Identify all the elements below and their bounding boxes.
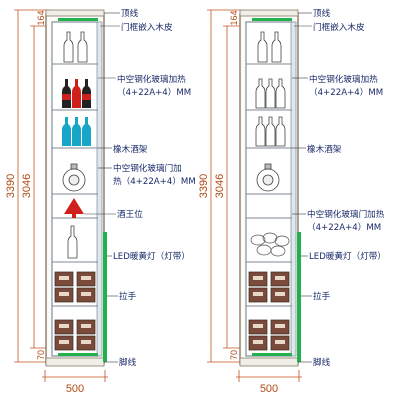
left-bottom-green-strip: [58, 353, 98, 356]
left-label-base-line: 脚线: [119, 356, 137, 368]
left-top-line: [45, 9, 105, 17]
right-elevation: 3390 3046 164 70 500: [198, 7, 386, 395]
right-dimension-lines: [207, 9, 302, 382]
right-dim-width: 500: [260, 383, 278, 395]
left-crate-labels: [59, 276, 91, 344]
left-label-handle: 拉手: [119, 290, 137, 302]
right-label-glass-door-spec: （4+22A+4）MM: [307, 222, 381, 233]
right-label-led-light: LED暖黄灯（灯带）: [309, 250, 386, 262]
right-bottles-white-top: [257, 31, 282, 63]
right-dim-inner-height: 3046: [214, 174, 226, 198]
left-dim-width: 500: [66, 383, 84, 395]
right-crate-labels: [253, 276, 285, 344]
left-bottles-cyan: [62, 117, 91, 146]
right-base-line: [239, 357, 299, 367]
right-glass-rack-sketch: [250, 232, 290, 257]
right-label-door-frame: 门框嵌入木皮: [313, 21, 365, 33]
left-round-decanter: [62, 163, 86, 192]
right-dim-bottom-segment: 70: [229, 350, 239, 360]
right-bottom-green-strip: [252, 353, 292, 356]
left-leader-lines: [84, 12, 120, 363]
left-base-line: [45, 357, 105, 367]
left-elevation: 3390 3046 164 70 500: [5, 7, 196, 395]
right-label-wood-rack: 橡木酒架: [307, 143, 342, 155]
left-label-glass-door-2: 热（4+22A+4）MM: [113, 175, 196, 187]
right-label-top-line: 顶线: [313, 7, 331, 19]
left-label-led-light: LED暖黄灯（灯带）: [113, 250, 190, 262]
left-door-frame-strip: [96, 21, 103, 357]
left-top-green-strip: [58, 18, 98, 21]
right-label-base-line: 脚线: [313, 356, 331, 368]
left-label-top-line: 顶线: [121, 7, 139, 19]
right-label-glass-heated-spec: （4+22A+4）MM: [309, 87, 383, 98]
right-door-frame-strip: [290, 21, 297, 357]
right-top-line: [239, 9, 299, 17]
right-bottles-outline-row2: [255, 78, 286, 109]
left-dim-top-segment: 164: [36, 10, 46, 25]
right-round-decanter: [256, 163, 280, 192]
left-label-wood-rack: 橡木酒架: [113, 143, 148, 155]
right-label-glass-heated: 中空钢化玻璃加热: [309, 73, 378, 85]
left-king-position-display: [64, 198, 84, 218]
right-label-glass-door: 中空钢化玻璃门加热: [307, 208, 385, 220]
right-leader-lines: [292, 12, 312, 363]
left-dim-inner-height: 3046: [21, 174, 33, 198]
right-top-green-strip: [252, 18, 292, 21]
left-bottles-red: [62, 79, 91, 108]
left-dim-total-height: 3390: [5, 174, 17, 198]
left-label-glass-door-1: 中空钢化玻璃门加: [113, 162, 182, 174]
right-shelves: [246, 63, 292, 307]
left-single-bottle: [67, 225, 78, 259]
left-bottles-white: [63, 31, 88, 63]
left-label-glass-heated: 中空钢化玻璃加热: [117, 73, 186, 85]
right-bottles-outline-row3: [255, 116, 286, 147]
left-label-door-frame: 门框嵌入木皮: [121, 21, 173, 33]
right-label-handle: 拉手: [313, 290, 331, 302]
left-led-green-strip: [103, 232, 107, 362]
left-label-glass-heated-spec: （4+22A+4）MM: [117, 87, 191, 98]
right-dim-top-segment: 164: [229, 10, 239, 25]
right-dim-total-height: 3390: [198, 174, 210, 198]
left-dimension-lines: [14, 9, 108, 382]
left-dim-bottom-segment: 70: [36, 350, 46, 360]
left-shelves: [52, 63, 98, 307]
right-led-green-strip: [297, 232, 301, 362]
left-label-king-position: 酒王位: [117, 208, 143, 220]
